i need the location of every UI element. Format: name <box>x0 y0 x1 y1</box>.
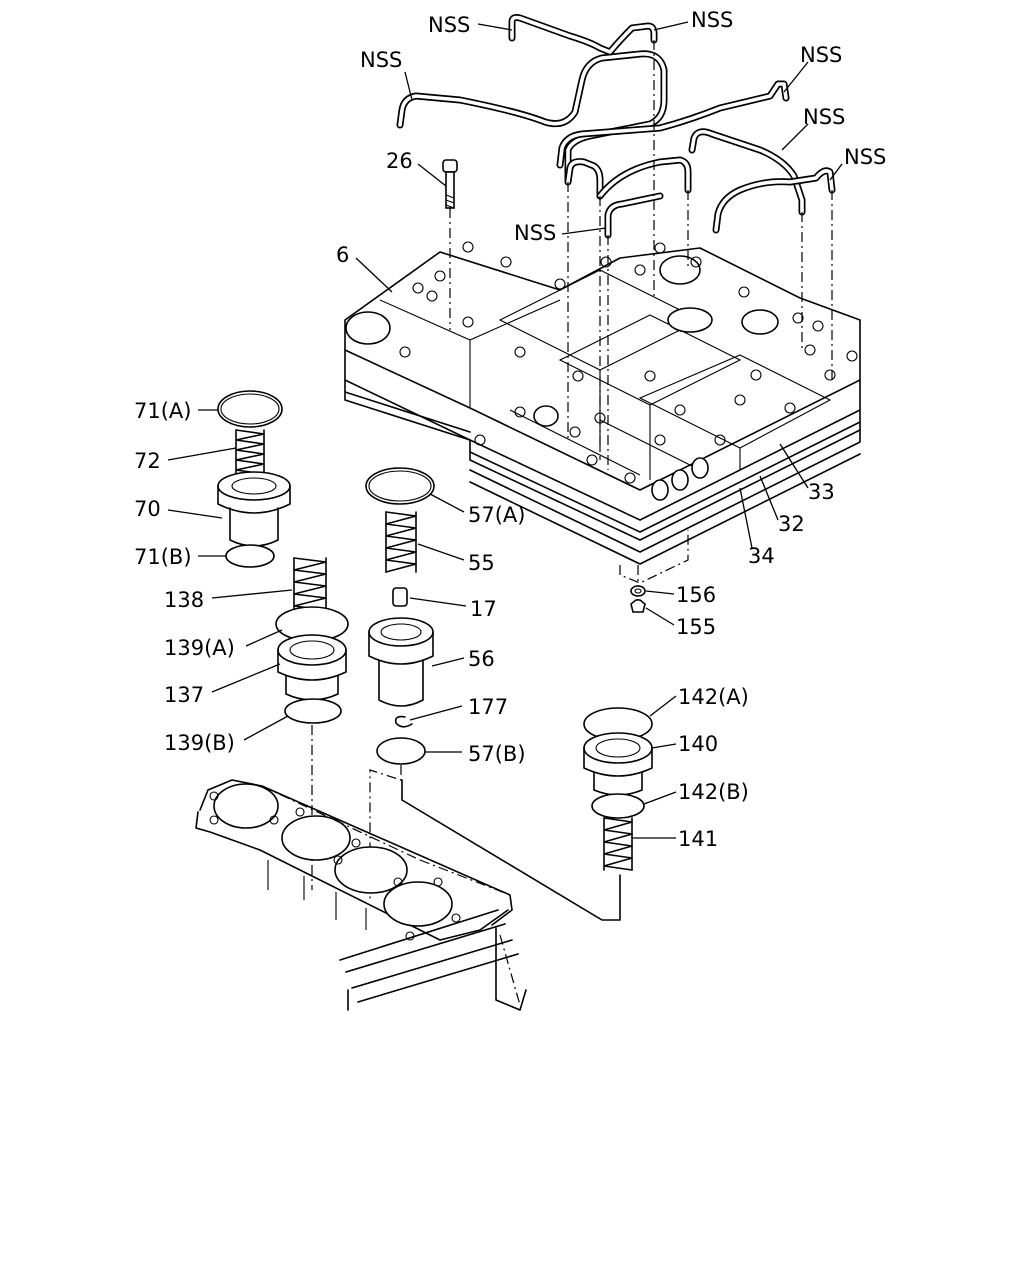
spring-141 <box>603 817 633 871</box>
o-ring-139b <box>284 698 342 724</box>
label-part-57a: 57(A) <box>468 503 525 527</box>
label-nss-4: NSS <box>800 43 842 67</box>
label-part-142a: 142(A) <box>678 685 749 709</box>
spring-72 <box>235 429 265 481</box>
o-ring-142b <box>591 793 645 819</box>
nut-155 <box>630 599 646 613</box>
label-nss-7: NSS <box>514 221 556 245</box>
pipe-alignment-lines <box>449 40 833 600</box>
o-ring-57b <box>376 737 426 765</box>
label-part-140: 140 <box>678 732 718 756</box>
label-part-70: 70 <box>134 497 161 521</box>
piston-140 <box>583 732 653 796</box>
callout-labels: NSS NSS NSS NSS NSS NSS NSS 26 6 33 32 3… <box>134 8 886 851</box>
pipe-a <box>396 50 668 184</box>
transmission-case <box>195 779 527 1011</box>
label-part-177: 177 <box>468 695 508 719</box>
pipe-f <box>712 167 836 234</box>
label-part-138: 138 <box>164 588 204 612</box>
pipe-group <box>396 14 836 239</box>
label-part-33: 33 <box>808 480 835 504</box>
label-part-56: 56 <box>468 647 495 671</box>
pipe-g <box>604 192 664 239</box>
label-part-137: 137 <box>164 683 204 707</box>
label-part-6: 6 <box>336 243 349 267</box>
label-part-71b: 71(B) <box>134 545 192 569</box>
label-part-57b: 57(B) <box>468 742 526 766</box>
label-part-141: 141 <box>678 827 718 851</box>
o-ring-57a <box>365 467 435 505</box>
label-part-34: 34 <box>748 544 775 568</box>
label-nss-3: NSS <box>360 48 402 72</box>
pipe-d <box>564 156 692 200</box>
label-part-139b: 139(B) <box>164 731 235 755</box>
washer-156 <box>630 585 646 597</box>
plug-17 <box>392 587 408 607</box>
piston-70 <box>217 471 291 547</box>
bolt-26 <box>442 159 458 209</box>
snap-ring-177 <box>394 715 413 728</box>
leader-lines <box>167 21 843 839</box>
label-nss-1: NSS <box>428 13 470 37</box>
label-part-55: 55 <box>468 551 495 575</box>
o-ring-71b <box>225 544 275 568</box>
label-nss-5: NSS <box>803 105 845 129</box>
label-part-72: 72 <box>134 449 161 473</box>
spring-55 <box>385 511 417 573</box>
pipe-c <box>556 80 790 169</box>
pipe-e <box>688 128 806 216</box>
label-part-17: 17 <box>470 597 497 621</box>
label-part-26: 26 <box>386 149 413 173</box>
valve-body-assembly <box>344 241 861 584</box>
pipe-b <box>508 14 658 56</box>
label-part-155: 155 <box>676 615 716 639</box>
piston-137 <box>277 634 347 701</box>
o-ring-71a <box>217 390 283 428</box>
label-part-139a: 139(A) <box>164 636 235 660</box>
label-nss-2: NSS <box>691 8 733 32</box>
label-part-156: 156 <box>676 583 716 607</box>
label-part-71a: 71(A) <box>134 399 191 423</box>
spring-138 <box>293 557 327 615</box>
piston-56 <box>368 617 434 707</box>
label-part-142b: 142(B) <box>678 780 749 804</box>
label-nss-6: NSS <box>844 145 886 169</box>
label-part-32: 32 <box>778 512 805 536</box>
